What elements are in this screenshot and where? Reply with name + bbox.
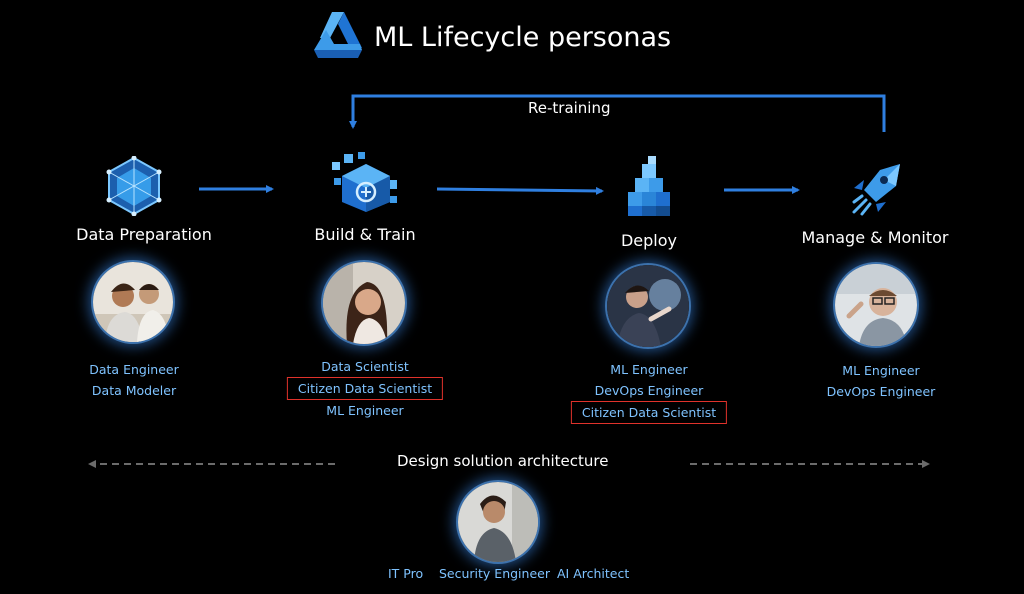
stage-title-manage-monitor: Manage & Monitor [801, 228, 949, 247]
role-label-highlighted: Citizen Data Scientist [570, 401, 728, 424]
stage-title-build-train: Build & Train [314, 225, 416, 244]
arch-role-it-pro: IT Pro [388, 566, 424, 581]
avatar-build-train [323, 262, 405, 344]
stage-title-data-preparation: Data Preparation [76, 225, 212, 244]
role-label: DevOps Engineer [826, 384, 936, 399]
stacked-cubes-icon [628, 156, 670, 216]
roles-deploy: ML Engineer DevOps Engineer Citizen Data… [570, 359, 728, 424]
retraining-label: Re-training [528, 99, 611, 117]
roles-data-preparation: Data Engineer Data Modeler [89, 359, 179, 401]
role-label: ML Engineer [610, 362, 688, 377]
avatar-architecture [458, 482, 538, 562]
role-label: Data Engineer [89, 362, 179, 377]
rocket-icon [852, 164, 900, 216]
stage-title-deploy: Deploy [620, 231, 678, 250]
avatar-data-preparation [93, 262, 173, 342]
role-label: DevOps Engineer [594, 383, 704, 398]
hexagon-cube-icon [106, 156, 162, 216]
roles-build-train: Data Scientist Citizen Data Scientist ML… [286, 356, 444, 421]
ml-experiment-icon [332, 152, 397, 212]
role-label: ML Engineer [326, 403, 404, 418]
avatar-deploy [607, 265, 689, 347]
retraining-loop-arrow [349, 94, 886, 132]
role-label: Data Scientist [321, 359, 409, 374]
azure-ml-icon [314, 12, 362, 58]
roles-manage-monitor: ML Engineer DevOps Engineer [827, 360, 936, 402]
role-label-highlighted: Citizen Data Scientist [286, 377, 444, 400]
arrow-build-to-deploy [436, 186, 604, 195]
design-architecture-title: Design solution architecture [397, 452, 609, 470]
arch-role-security-engineer: Security Engineer [439, 566, 550, 581]
arch-role-ai-architect: AI Architect [557, 566, 630, 581]
avatar-manage-monitor [835, 264, 917, 346]
role-label: Data Modeler [91, 383, 177, 398]
role-label: ML Engineer [842, 363, 920, 378]
page-title: ML Lifecycle personas [374, 22, 672, 53]
